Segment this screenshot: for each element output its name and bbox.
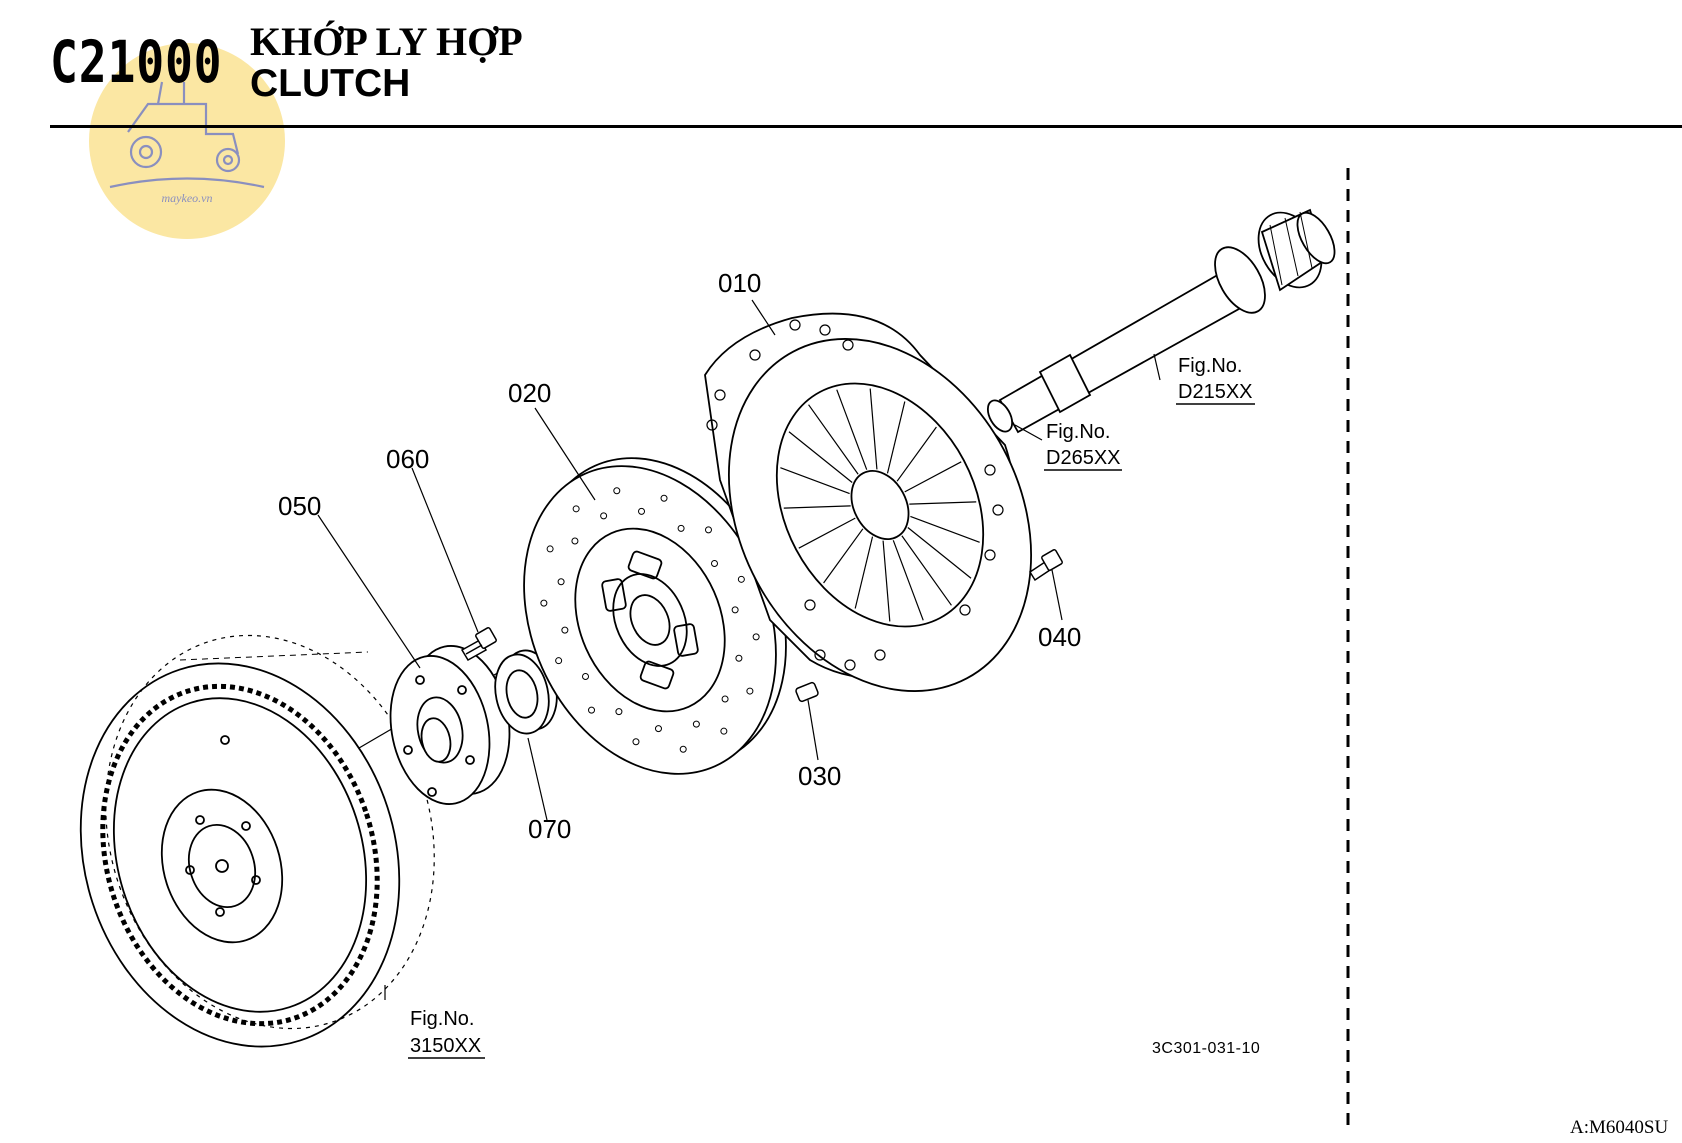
disc-rivet xyxy=(588,706,596,714)
model-code: A:M6040SU xyxy=(1570,1117,1669,1138)
disc-rivet xyxy=(660,494,668,502)
header-rule xyxy=(50,125,1682,128)
callout-010: 010 xyxy=(718,268,761,298)
pressure-plate-assembly xyxy=(704,312,1032,692)
section-code: C21000 xyxy=(50,28,223,96)
diaphragm-finger xyxy=(892,540,924,621)
disc-rivet xyxy=(677,524,685,532)
callout-050: 050 xyxy=(278,491,321,521)
diaphragm-finger xyxy=(904,461,962,493)
disc-rivet xyxy=(613,487,621,495)
disc-rivet xyxy=(557,578,565,586)
disc-rivet xyxy=(571,537,579,545)
diaphragm-finger xyxy=(907,527,972,579)
disc-rivet xyxy=(555,657,563,665)
fig-label-d215: Fig.No. xyxy=(1178,355,1242,377)
fig-number-3150: 3150XX xyxy=(410,1035,481,1057)
maykeo-watermark-logo: maykeo.vn xyxy=(89,43,285,239)
diaphragm-finger xyxy=(823,528,864,584)
diaphragm-finger xyxy=(901,535,952,606)
disc-rivet xyxy=(737,575,745,583)
input-shaft xyxy=(986,208,1336,434)
disc-rivet xyxy=(615,708,623,716)
disc-rivet xyxy=(721,695,729,703)
flywheel-hub xyxy=(389,645,511,805)
diaphragm-finger xyxy=(886,401,906,474)
disc-rivet xyxy=(735,654,743,662)
diaphragm-finger xyxy=(854,536,874,609)
diaphragm-finger xyxy=(836,389,868,470)
diaphragm-finger xyxy=(783,505,851,509)
diaphragm-finger xyxy=(882,540,891,622)
diaphragm-finger xyxy=(909,501,977,505)
disc-rivet xyxy=(752,633,760,641)
callout-040: 040 xyxy=(1038,622,1081,652)
disc-rivet xyxy=(654,725,662,733)
clutch-disc xyxy=(523,457,787,775)
disc-rivet xyxy=(731,606,739,614)
disc-rivet xyxy=(600,512,608,520)
disc-rivet xyxy=(632,738,640,746)
callout-060: 060 xyxy=(386,444,429,474)
disc-rivet xyxy=(704,526,712,534)
drawing-reference-code: 3C301-031-10 xyxy=(1152,1040,1261,1057)
diaphragm-finger xyxy=(910,515,980,543)
diaphragm-finger xyxy=(808,404,859,475)
disc-rivet xyxy=(540,599,548,607)
title-vietnamese: KHỚP LY HỢP xyxy=(250,19,523,64)
watermark-text: maykeo.vn xyxy=(162,191,213,205)
disc-rivet xyxy=(638,507,646,515)
disc-rivet xyxy=(561,626,569,634)
disc-rivet xyxy=(720,727,728,735)
dowel-pin xyxy=(795,681,819,703)
diaphragm-finger xyxy=(798,517,856,549)
title-english: CLUTCH xyxy=(250,62,411,105)
diaphragm-finger xyxy=(788,431,853,483)
hub-bolt xyxy=(460,627,497,662)
fig-label-d265: Fig.No. xyxy=(1046,421,1110,443)
callout-020: 020 xyxy=(508,378,551,408)
callout-030: 030 xyxy=(798,761,841,791)
disc-rivet xyxy=(582,672,590,680)
diaphragm-finger xyxy=(869,388,878,470)
fig-number-d265: D265XX xyxy=(1046,447,1121,469)
disc-rivet xyxy=(710,560,718,568)
diaphragm-finger xyxy=(896,426,937,482)
leader-lines xyxy=(317,299,1161,1000)
fig-label-3150: Fig.No. xyxy=(410,1008,474,1030)
disc-rivet xyxy=(572,505,580,513)
disc-rivet xyxy=(692,720,700,728)
fig-number-d215: D215XX xyxy=(1178,381,1253,403)
flywheel xyxy=(79,634,435,1048)
callout-070: 070 xyxy=(528,814,571,844)
diaphragm-finger xyxy=(780,467,850,495)
disc-rivet xyxy=(679,745,687,753)
disc-rivet xyxy=(546,545,554,553)
pressure-plate-bolt xyxy=(1028,549,1063,582)
disc-rivet xyxy=(746,687,754,695)
